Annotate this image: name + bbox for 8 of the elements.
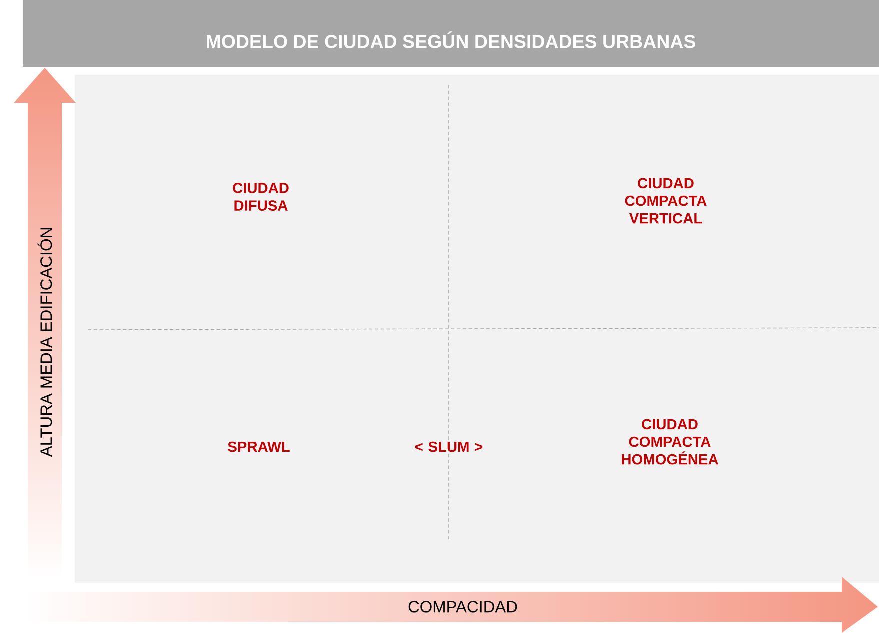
quadrant-label: < SLUM >: [415, 442, 483, 452]
quadrant-label: CIUDAD COMPACTA HOMOGÉNEA: [622, 419, 718, 465]
axis-label: ALTURA MEDIA EDIFICACIÓN: [38, 228, 52, 458]
title-band: MODELO DE CIUDAD SEGÚN DENSIDADES URBANAS: [23, 0, 879, 67]
quadrant-label: SPRAWL: [228, 442, 290, 452]
axis-label: COMPACIDAD: [408, 601, 518, 613]
quadrant-label: CIUDAD COMPACTA VERTICAL: [625, 178, 707, 224]
quadrant-label: CIUDAD DIFUSA: [233, 183, 289, 211]
